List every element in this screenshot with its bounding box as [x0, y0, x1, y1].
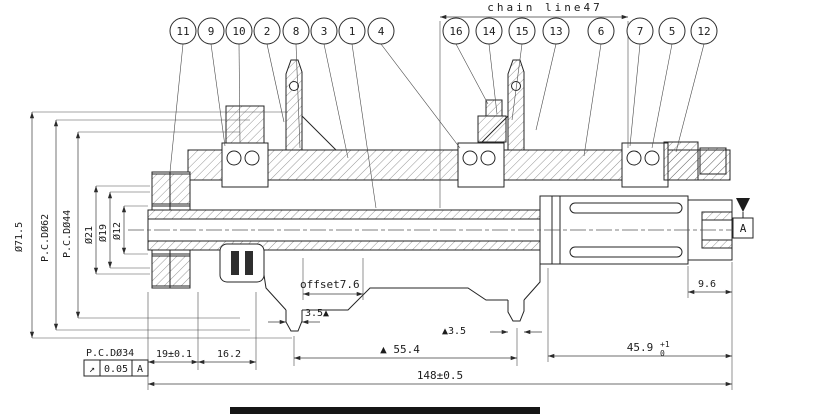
balloon-3: 3	[310, 17, 349, 159]
dim-label-offset: offset7.6	[300, 278, 360, 291]
center-bearing-ball	[462, 150, 478, 166]
right-locknut-section	[663, 141, 699, 181]
balloon-label: 7	[637, 25, 644, 38]
datum-a-flag: A	[732, 198, 754, 239]
left-flange-bottom	[285, 310, 303, 332]
balloon-4: 4	[367, 17, 461, 149]
left-flange-taper	[301, 115, 337, 151]
fcf-datum-ref: A	[137, 364, 143, 375]
balloon-15: 15	[508, 17, 536, 121]
dim-label-dia12: Ø12	[111, 222, 123, 240]
right-bearing-ball	[626, 150, 642, 166]
left-bearing-ball	[244, 150, 260, 166]
center-bearing-ball	[480, 150, 496, 166]
gdt-callout: P.C.DØ34 ↗ 0.05 A	[83, 347, 149, 377]
right-shell-contour	[523, 264, 541, 301]
spline-slot-bottom	[569, 246, 683, 258]
balloon-2: 2	[253, 17, 285, 123]
balloon-label: 15	[515, 25, 528, 38]
dim-label-pcd44: P.C.DØ44	[61, 210, 73, 258]
right-spoke-flange	[507, 59, 525, 151]
hub-shell-exterior-bottom	[219, 243, 541, 332]
balloon-12: 12	[675, 17, 718, 153]
balloon-label: 8	[293, 25, 300, 38]
dim-label-45-9: 45.9	[627, 341, 654, 354]
balloon-5: 5	[651, 17, 686, 149]
dim-label-45-9-upper-tol: +1	[660, 340, 670, 349]
dim-label-flange-left: 3.5▲	[305, 308, 329, 319]
balloon-label: 12	[697, 25, 710, 38]
dim-label-dia71: Ø71.5	[13, 222, 25, 252]
dim-label-flange-right: ▲3.5	[442, 326, 466, 337]
right-flange-bottom	[507, 300, 525, 322]
dim-label-55-4: ▲ 55.4	[380, 343, 420, 356]
dim-label-45-9-lower-tol: 0	[660, 349, 665, 358]
left-shell-contour	[261, 261, 287, 311]
left-spoke-hole	[289, 81, 299, 91]
left-bearing-ball	[226, 150, 242, 166]
left-spoke-flange	[285, 59, 303, 151]
balloon-label: 9	[208, 25, 215, 38]
balloon-7: 7	[626, 17, 654, 147]
pcd34-label: P.C.DØ34	[86, 347, 134, 359]
bottom-edge-artifact	[230, 407, 540, 414]
balloon-6: 6	[583, 17, 615, 157]
balloon-label: 5	[669, 25, 676, 38]
dim-label-dia21: Ø21	[83, 226, 95, 244]
balloon-14: 14	[475, 17, 503, 115]
datum-label: A	[740, 222, 747, 235]
balloon-label: 16	[449, 25, 462, 38]
dim-label-16-2: 16.2	[217, 349, 241, 360]
runout-symbol: ↗	[89, 364, 95, 375]
balloon-label: 10	[232, 25, 245, 38]
balloon-label: 13	[549, 25, 562, 38]
balloon-1: 1	[338, 17, 377, 209]
balloon-label: 1	[349, 25, 356, 38]
barrel-bottom-contour	[302, 287, 508, 311]
right-bearing-ball	[644, 150, 660, 166]
dim-label-9-6: 9.6	[698, 279, 716, 290]
dim-chain-line: chain line47	[439, 1, 629, 208]
right-end-nut-section	[701, 211, 733, 221]
balloon-13: 13	[535, 17, 570, 131]
right-cone-section	[699, 147, 727, 175]
right-end-nut-section	[701, 239, 733, 249]
spline-slot-top	[569, 202, 683, 214]
dim-label-dia19: Ø19	[97, 224, 109, 242]
rotor-mount-slot	[245, 251, 253, 275]
rotor-mount-exterior	[219, 243, 265, 283]
datum-triangle-icon	[736, 198, 750, 212]
center-bearing-pocket	[457, 142, 505, 188]
balloon-label: 6	[598, 25, 605, 38]
ratchet-block	[477, 115, 507, 143]
dims-bottom: 19±0.1 16.2 offset7.6 3.5▲ ▲3.5 ▲ 55.4 4…	[147, 258, 733, 390]
right-bearing-pocket	[621, 142, 669, 188]
left-locknut-section-bottom	[151, 255, 191, 287]
balloon-8: 8	[282, 17, 310, 149]
chain-line-label: chain line47	[487, 1, 602, 14]
datum-box	[732, 217, 754, 239]
pawl-block	[485, 99, 503, 117]
balloon-label: 11	[176, 25, 189, 38]
balloon-11: 11	[169, 17, 197, 173]
dims-left: Ø71.5 P.C.DØ62 P.C.DØ44 Ø21 Ø19 Ø12	[13, 111, 292, 339]
balloon-callouts: 11 9 10 2 8 3 1 4 16 14	[169, 17, 718, 209]
balloon-label: 4	[378, 25, 385, 38]
balloon-label: 14	[482, 25, 496, 38]
balloon-label: 3	[321, 25, 328, 38]
dim-label-148: 148±0.5	[417, 369, 463, 382]
dim-label-pcd62: P.C.DØ62	[39, 214, 51, 262]
left-locknut-section-top	[151, 173, 191, 205]
balloon-label: 2	[264, 25, 271, 38]
balloon-9: 9	[197, 17, 226, 147]
fcf-tolerance-value: 0.05	[104, 364, 128, 375]
rotor-mount-slot	[231, 251, 239, 275]
left-bearing-pocket	[221, 142, 269, 188]
balloon-10: 10	[225, 17, 253, 143]
balloon-16: 16	[442, 17, 489, 105]
dim-label-19: 19±0.1	[156, 349, 192, 360]
bearings	[221, 141, 727, 188]
fcf-datum-cell	[131, 359, 149, 377]
